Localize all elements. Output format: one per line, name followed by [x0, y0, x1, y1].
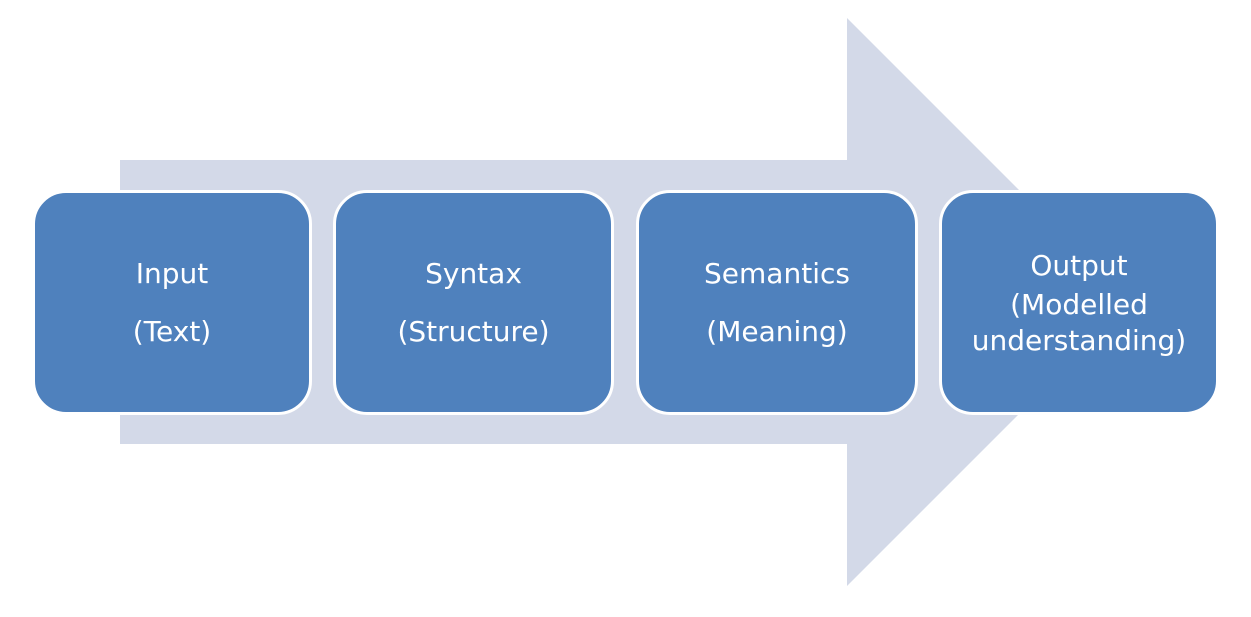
- step-semantics-subtitle: (Meaning): [706, 314, 848, 348]
- step-syntax: Syntax (Structure): [333, 190, 614, 415]
- step-input-title: Input: [135, 256, 209, 290]
- step-input-subtitle: (Text): [132, 314, 212, 348]
- step-syntax-title: Syntax: [425, 256, 522, 290]
- step-output-title: Output: [1030, 248, 1128, 282]
- step-output-subtitle: (Modelled understanding): [971, 287, 1187, 357]
- step-syntax-subtitle: (Structure): [397, 314, 550, 348]
- step-semantics-title: Semantics: [704, 256, 850, 290]
- step-semantics: Semantics (Meaning): [636, 190, 918, 415]
- step-input: Input (Text): [32, 190, 312, 415]
- background-arrow-shape: [120, 18, 1131, 586]
- step-output: Output (Modelled understanding): [939, 190, 1219, 415]
